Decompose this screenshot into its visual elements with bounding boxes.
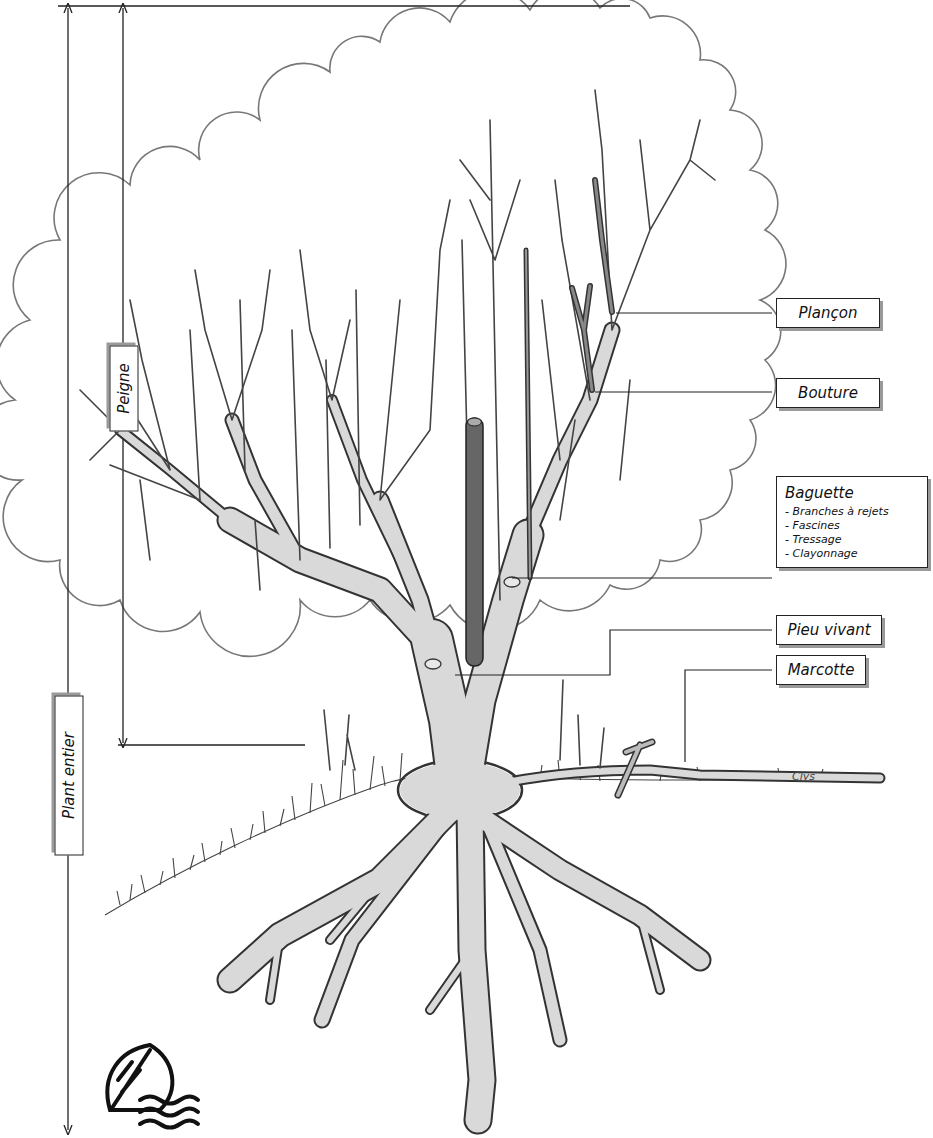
technique-item: - Fascines — [785, 519, 840, 533]
part-name: Plant entier — [60, 732, 79, 819]
technique-item: - Branches à rejets — [785, 505, 889, 519]
part-label-box: Pieu vivant — [776, 615, 882, 645]
part-name: Marcotte — [788, 661, 855, 680]
technique-item: - Clayonnage — [785, 547, 858, 561]
part-name: Peigne — [115, 363, 134, 414]
twigs — [80, 90, 715, 770]
part-name: Baguette — [785, 484, 854, 503]
part-label-box: Bouture — [776, 378, 880, 408]
limb-fills — [120, 330, 880, 1120]
part-label-box: Baguette - Branches à rejets- Fascines- T… — [776, 476, 928, 568]
limb-outlines — [120, 330, 880, 1120]
part-label-box: Marcotte — [776, 655, 866, 685]
technique-item: - Tressage — [785, 533, 842, 547]
logo — [107, 1045, 198, 1128]
dimension-lines — [58, 6, 630, 1130]
artist-signature: Clys — [792, 770, 815, 783]
part-label-box: Plançon — [776, 298, 880, 328]
part-name: Plançon — [799, 304, 858, 323]
part-name: Pieu vivant — [787, 621, 870, 640]
dimension-label-box: Plant entier — [55, 695, 84, 855]
dimension-label-box: Peigne — [110, 345, 139, 431]
propagation-parts — [466, 180, 652, 795]
part-name: Bouture — [798, 384, 858, 403]
leader-lines — [455, 313, 772, 762]
